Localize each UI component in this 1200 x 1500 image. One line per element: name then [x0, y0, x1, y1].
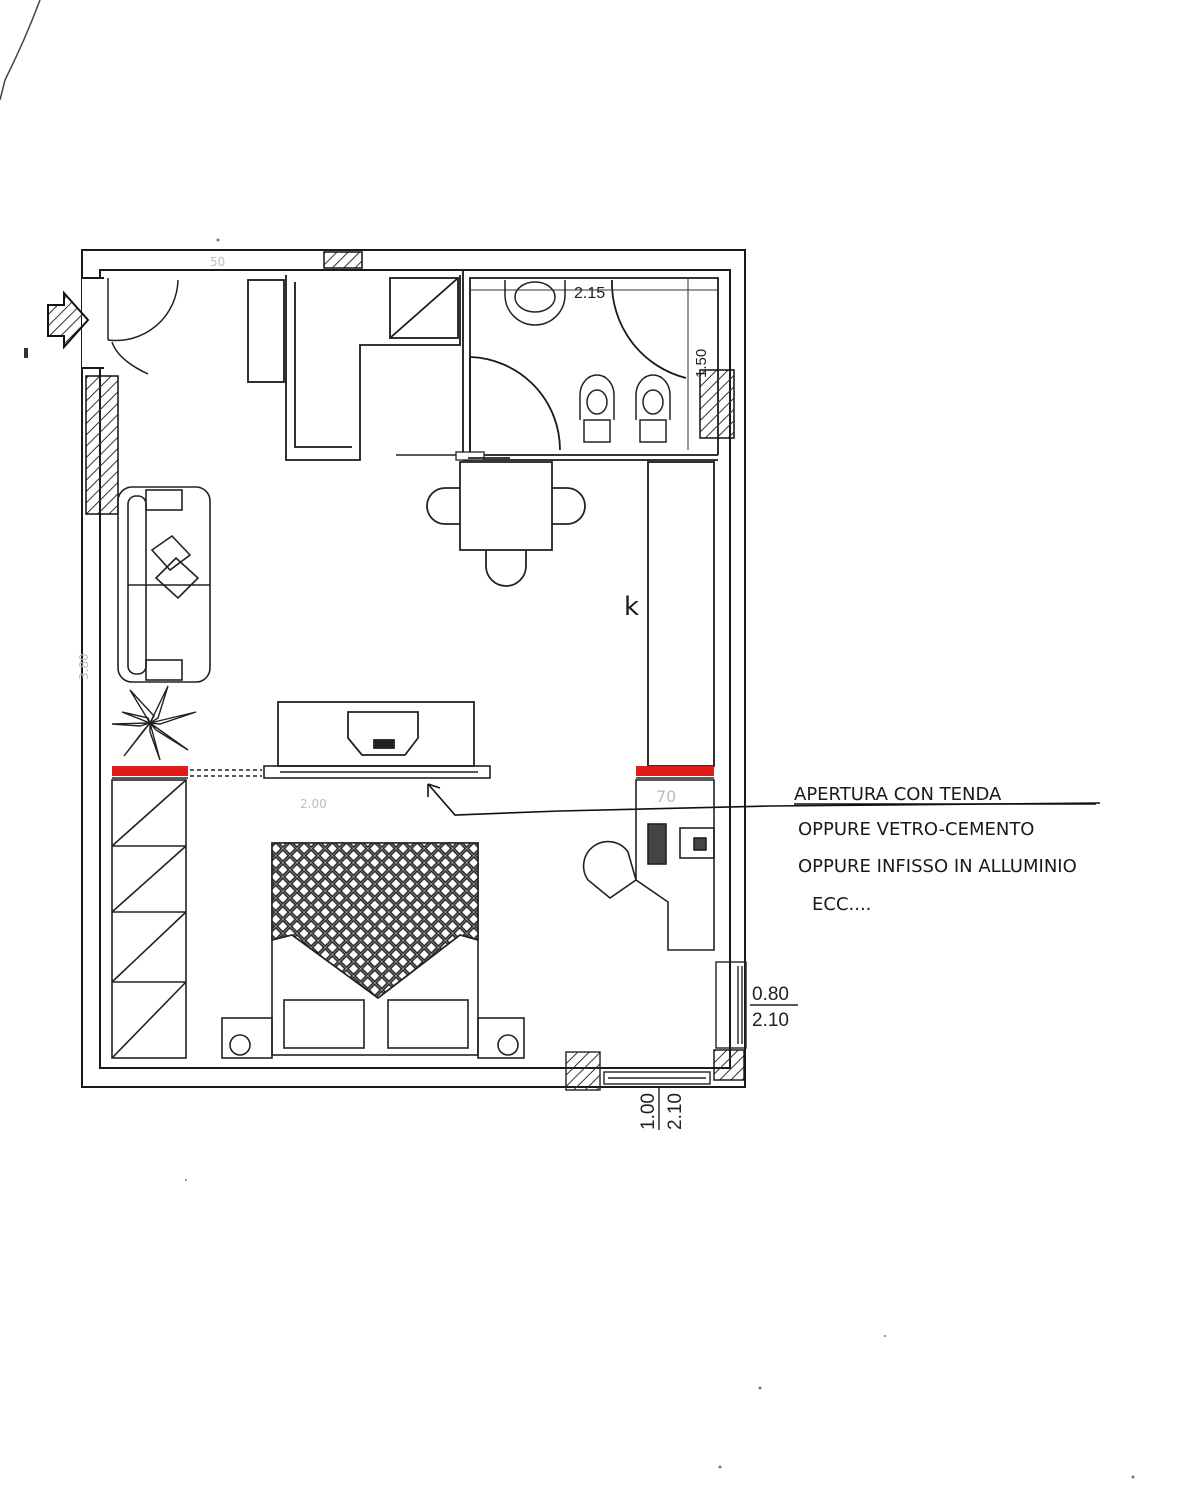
note-line-1: APERTURA CON TENDA [794, 784, 1002, 805]
closet-block [247, 275, 461, 461]
partition-wall [112, 765, 714, 779]
note-line-4: ECC.... [812, 894, 871, 915]
top-vent [323, 251, 363, 269]
desk-width-label: 70 [656, 787, 676, 806]
double-bed [271, 842, 479, 1056]
sofa [117, 486, 211, 683]
note-line-3: OPPURE INFISSO IN ALLUMINIO [798, 856, 1077, 877]
bath-pillar [699, 369, 735, 439]
bath-sink [504, 280, 566, 326]
entry-door-symbol [107, 278, 179, 375]
outer-walls [81, 249, 746, 1088]
faint-side-mark: 3.80 [77, 653, 91, 680]
left-pillar [85, 375, 119, 515]
handwritten-note: APERTURA CON TENDA OPPURE VETRO-CEMENTO … [794, 784, 1096, 915]
window-pillar-right [713, 1049, 745, 1081]
desk [582, 779, 715, 951]
bathroom [462, 270, 719, 461]
bottom-door [565, 1051, 711, 1091]
top-wall-dimension: 50 [210, 255, 225, 269]
wardrobe [111, 779, 187, 1059]
bath-width-label: 2.15 [574, 285, 605, 302]
partition-highlight-left [112, 766, 188, 776]
bath-dimension-lines [470, 278, 718, 450]
door-width-label: 1.00 [638, 1093, 659, 1130]
plant-icon [111, 685, 197, 761]
paper-edge [0, 0, 41, 101]
entrance-arrow-icon [47, 290, 90, 350]
window-width-label: 0.80 [752, 984, 789, 1005]
bath-bidet [635, 374, 671, 443]
dining-table [426, 457, 586, 587]
note-line-2: OPPURE VETRO-CEMENTO [798, 819, 1034, 840]
partition-faint-dimension: 2.00 [300, 797, 327, 811]
tv-unit [277, 701, 475, 767]
nightstands [221, 1017, 525, 1059]
scan-specks [185, 238, 1135, 1479]
annotation-leader [427, 783, 1101, 816]
window-height-label: 2.10 [752, 1010, 789, 1031]
partition-highlight-right [636, 766, 714, 776]
kitchen-counter [647, 461, 715, 767]
door-height-label: 2.10 [665, 1093, 686, 1130]
stray-mark [24, 348, 28, 358]
right-window [715, 961, 747, 1049]
kitchen-mark: k [624, 592, 639, 622]
bath-toilet [579, 374, 615, 443]
